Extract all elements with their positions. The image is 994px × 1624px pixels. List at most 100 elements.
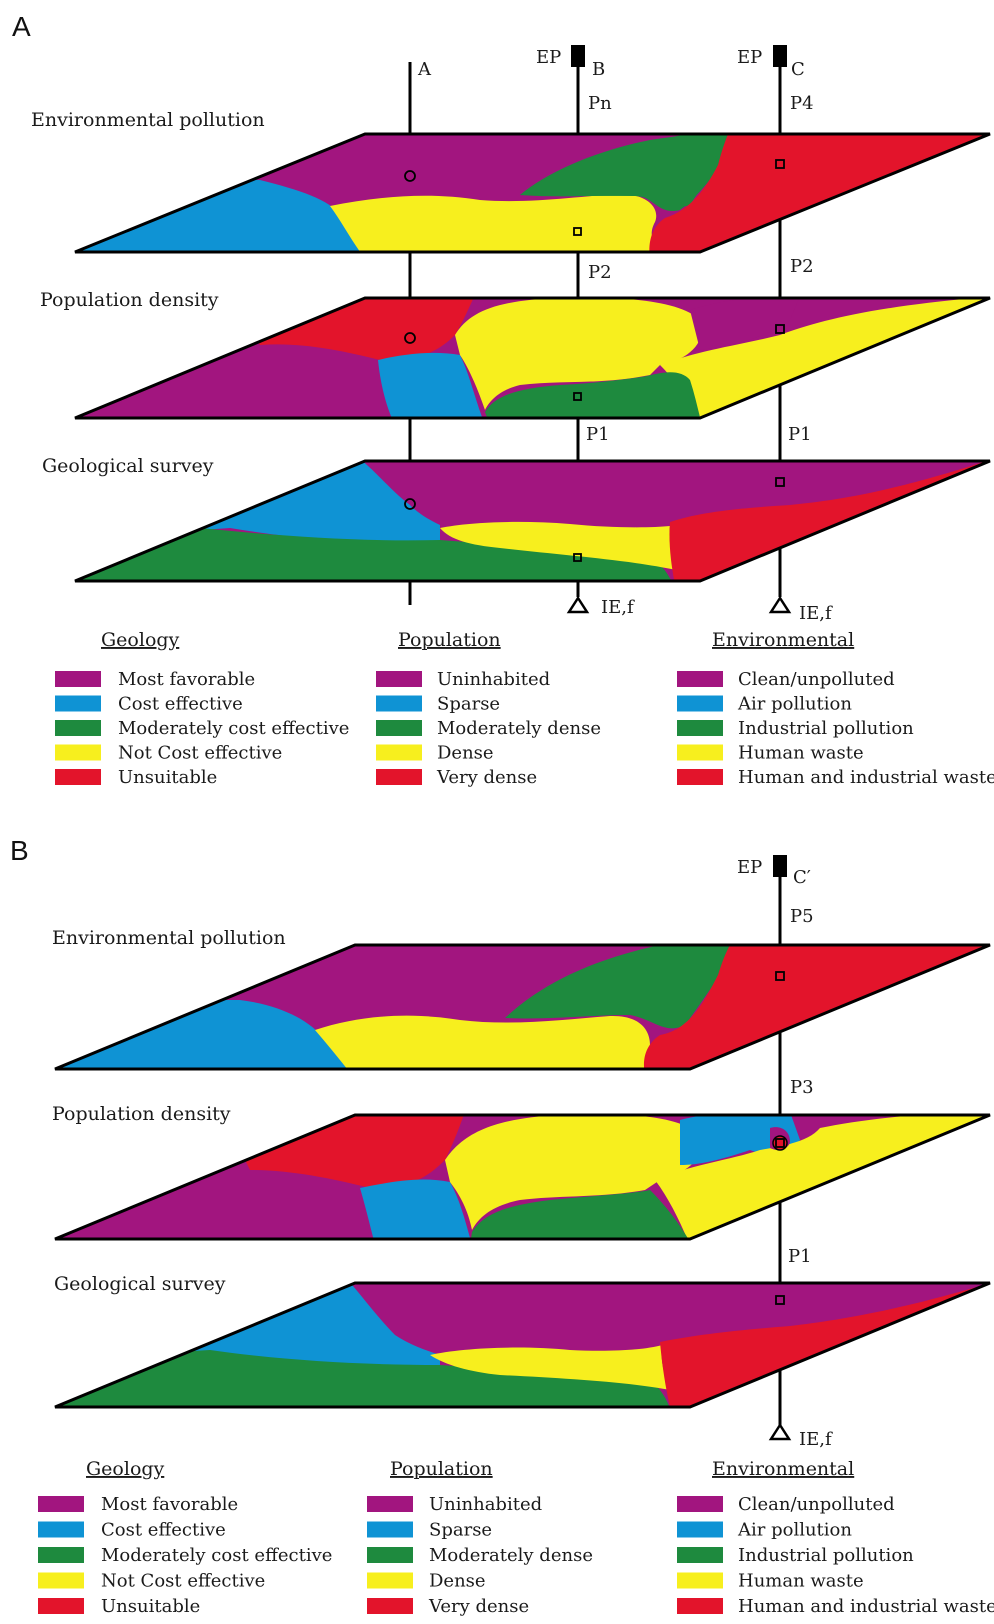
legend-label-environmental-2-a: Air pollution	[737, 694, 852, 715]
legend-label-geology-3-b: Moderately cost effective	[101, 1545, 332, 1566]
legend-title-environmental-a: Environmental	[712, 629, 854, 651]
legend-label-population-3-b: Moderately dense	[429, 1545, 593, 1566]
legend-title-geology-b: Geology	[86, 1458, 165, 1480]
point-label-p4: P4	[790, 93, 814, 114]
layer-environmental-pollution-b	[54, 943, 991, 1071]
legend-swatch-geology-4-b	[38, 1572, 84, 1589]
ie-label-b: IE,f	[601, 597, 635, 618]
legend-swatch-geology-4-a	[55, 744, 101, 761]
layer-population-density-b	[54, 1113, 991, 1241]
point-label-p1-c-prime: P1	[788, 1246, 812, 1267]
legend-a: Geology Population Environmental Most fa…	[55, 629, 994, 788]
column-label-c-prime: C′	[793, 867, 811, 888]
legend-label-population-3-a: Moderately dense	[437, 718, 601, 739]
point-label-pn: Pn	[588, 93, 612, 114]
ie-triangle-c	[768, 595, 792, 614]
legend-label-environmental-4-a: Human waste	[738, 743, 864, 764]
layer-label-environmental-pollution-b: Environmental pollution	[52, 927, 286, 949]
legend-label-population-1-a: Uninhabited	[437, 669, 550, 690]
legend-swatch-geology-1-b	[38, 1496, 84, 1512]
ep-block-c-prime	[773, 855, 787, 877]
legend-label-geology-3-a: Moderately cost effective	[118, 718, 349, 739]
legend-swatch-population-3-b	[367, 1547, 413, 1563]
ie-label-c: IE,f	[799, 603, 833, 624]
legend-swatch-population-5-a	[376, 769, 422, 785]
legend-swatch-geology-3-a	[55, 720, 101, 736]
legend-swatch-environmental-2-b	[677, 1521, 723, 1538]
legend-swatch-environmental-1-a	[677, 671, 723, 687]
legend-swatch-environmental-5-a	[677, 769, 723, 785]
point-label-p2-b: P2	[588, 262, 612, 283]
layer-label-environmental-pollution-a: Environmental pollution	[31, 109, 265, 131]
point-label-p3: P3	[790, 1077, 814, 1098]
ie-label-c-prime: IE,f	[799, 1429, 833, 1450]
legend-label-population-5-b: Very dense	[428, 1596, 529, 1617]
ep-block-c	[773, 45, 787, 67]
legend-label-environmental-5-b: Human and industrial waste	[738, 1596, 994, 1617]
layer-label-geological-survey-a: Geological survey	[42, 455, 214, 477]
legend-swatch-geology-5-b	[38, 1598, 84, 1614]
legend-swatch-geology-1-a	[55, 671, 101, 687]
layer-label-population-density-a: Population density	[40, 289, 219, 311]
intersection-markers-a	[404, 159, 785, 562]
point-label-p5: P5	[790, 906, 814, 927]
intersection-markers-b	[772, 971, 788, 1305]
ep-label-c: EP	[737, 47, 762, 68]
legend-swatch-population-2-b	[367, 1521, 413, 1538]
legend-swatch-population-4-b	[367, 1572, 413, 1589]
legend-swatch-geology-2-b	[38, 1521, 84, 1538]
legend-swatch-population-5-b	[367, 1598, 413, 1614]
panel-label-a: A	[12, 11, 31, 42]
legend-label-population-4-a: Dense	[437, 743, 494, 764]
legend-label-geology-1-b: Most favorable	[101, 1494, 238, 1515]
legend-swatch-environmental-4-a	[677, 744, 723, 761]
legend-label-population-5-a: Very dense	[436, 767, 537, 788]
legend-label-environmental-1-b: Clean/unpolluted	[738, 1494, 895, 1515]
legend-swatch-geology-3-b	[38, 1547, 84, 1563]
legend-swatch-environmental-3-b	[677, 1547, 723, 1563]
layer-environmental-pollution-a	[74, 132, 991, 254]
legend-label-environmental-2-b: Air pollution	[737, 1520, 852, 1541]
legend-label-geology-4-a: Not Cost effective	[118, 743, 282, 764]
ie-triangle-b	[566, 595, 590, 614]
legend-label-geology-5-a: Unsuitable	[118, 767, 217, 788]
legend-label-geology-2-a: Cost effective	[118, 694, 243, 715]
legend-label-geology-2-b: Cost effective	[101, 1520, 226, 1541]
ep-label-c-prime: EP	[737, 857, 762, 878]
legend-label-geology-4-b: Not Cost effective	[101, 1571, 265, 1592]
layer-label-geological-survey-b: Geological survey	[54, 1273, 226, 1295]
legend-b: Geology Population Environmental Most fa…	[38, 1458, 994, 1617]
column-label-b: B	[592, 59, 605, 80]
legend-label-population-2-a: Sparse	[437, 694, 500, 715]
legend-swatch-environmental-4-b	[677, 1572, 723, 1589]
legend-swatch-population-3-a	[376, 720, 422, 736]
column-label-c: C	[791, 59, 805, 80]
legend-swatch-population-1-b	[367, 1496, 413, 1512]
ie-triangle-c-prime	[768, 1422, 792, 1441]
legend-swatch-environmental-5-b	[677, 1598, 723, 1614]
point-label-p2-c: P2	[790, 256, 814, 277]
legend-title-environmental-b: Environmental	[712, 1458, 854, 1480]
point-label-p1-c: P1	[788, 424, 812, 445]
ep-block-b	[571, 45, 585, 67]
legend-label-environmental-3-b: Industrial pollution	[738, 1545, 914, 1566]
legend-swatch-geology-5-a	[55, 769, 101, 785]
legend-swatch-population-2-a	[376, 695, 422, 712]
legend-label-geology-1-a: Most favorable	[118, 669, 255, 690]
legend-label-population-1-b: Uninhabited	[429, 1494, 542, 1515]
legend-title-geology-a: Geology	[101, 629, 180, 651]
point-label-p1-b: P1	[586, 424, 610, 445]
legend-label-environmental-5-a: Human and industrial waste	[738, 767, 994, 788]
legend-swatch-environmental-2-a	[677, 695, 723, 712]
legend-swatch-geology-2-a	[55, 695, 101, 712]
layer-geological-survey-b	[54, 1281, 991, 1409]
layer-label-population-density-b: Population density	[52, 1103, 231, 1125]
legend-swatch-environmental-3-a	[677, 720, 723, 736]
ep-label-b: EP	[536, 47, 561, 68]
legend-label-environmental-3-a: Industrial pollution	[738, 718, 914, 739]
legend-swatch-environmental-1-b	[677, 1496, 723, 1512]
legend-label-geology-5-b: Unsuitable	[101, 1596, 200, 1617]
column-label-a: A	[417, 59, 432, 80]
legend-label-population-4-b: Dense	[429, 1571, 486, 1592]
